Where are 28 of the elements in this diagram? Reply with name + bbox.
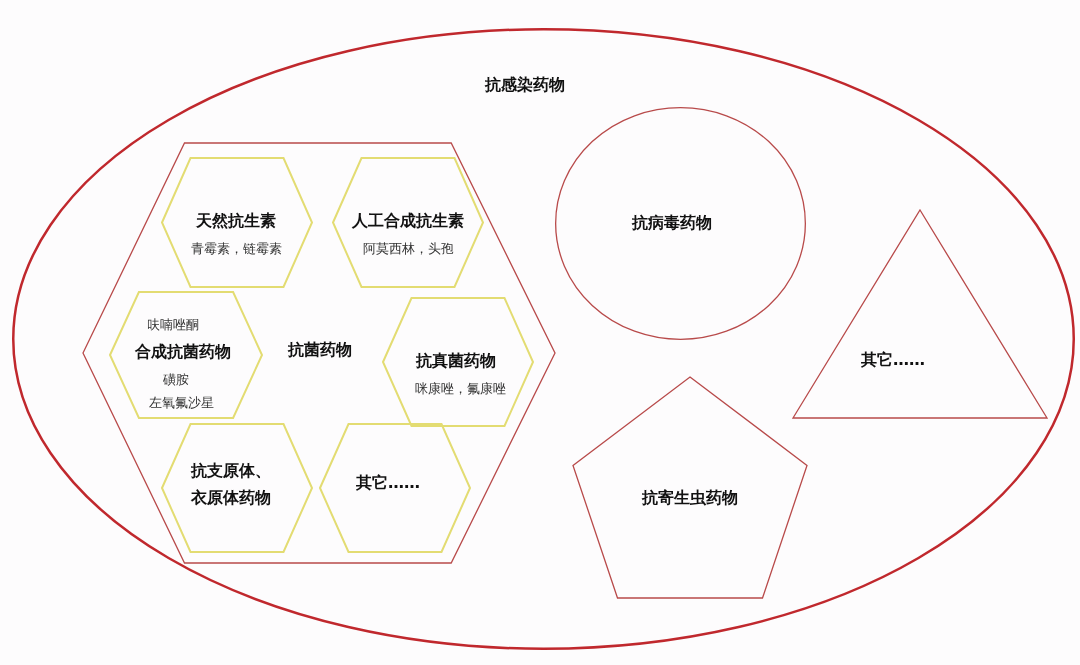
example-drugs-text: 阿莫西林，头孢 bbox=[362, 240, 454, 258]
subcategory-hexagon bbox=[383, 298, 533, 426]
subcategory-hexagon bbox=[162, 424, 312, 552]
category-hexagon bbox=[83, 143, 555, 563]
category-label: 抗病毒药物 bbox=[632, 213, 712, 233]
category-label: 其它…… bbox=[356, 473, 420, 493]
example-drugs-text: 呋喃唑酮 bbox=[147, 316, 199, 334]
category-label: 抗菌药物 bbox=[288, 340, 352, 360]
category-label: 抗感染药物 bbox=[485, 75, 565, 95]
subcategory-hexagon bbox=[320, 424, 470, 552]
example-drugs-text: 青霉素，链霉素 bbox=[190, 240, 282, 258]
category-label: 其它…… bbox=[861, 350, 925, 370]
example-drugs-text: 磺胺 bbox=[163, 371, 189, 389]
category-ellipse bbox=[12, 28, 1075, 650]
subcategory-hexagon bbox=[162, 158, 312, 287]
category-label: 抗支原体、衣原体药物 bbox=[191, 459, 272, 509]
subcategory-hexagon bbox=[110, 292, 262, 418]
category-label: 人工合成抗生素 bbox=[352, 211, 464, 231]
example-drugs-text: 左氧氟沙星 bbox=[148, 394, 214, 412]
category-label: 合成抗菌药物 bbox=[135, 342, 231, 362]
category-label: 天然抗生素 bbox=[196, 211, 276, 231]
category-circle bbox=[555, 107, 806, 340]
category-label: 抗寄生虫药物 bbox=[642, 488, 738, 508]
example-drugs-text: 咪康唑，氟康唑 bbox=[414, 380, 506, 398]
category-label: 抗真菌药物 bbox=[416, 351, 496, 371]
category-triangle bbox=[793, 210, 1047, 418]
subcategory-hexagon bbox=[333, 158, 483, 287]
category-pentagon bbox=[573, 377, 807, 598]
